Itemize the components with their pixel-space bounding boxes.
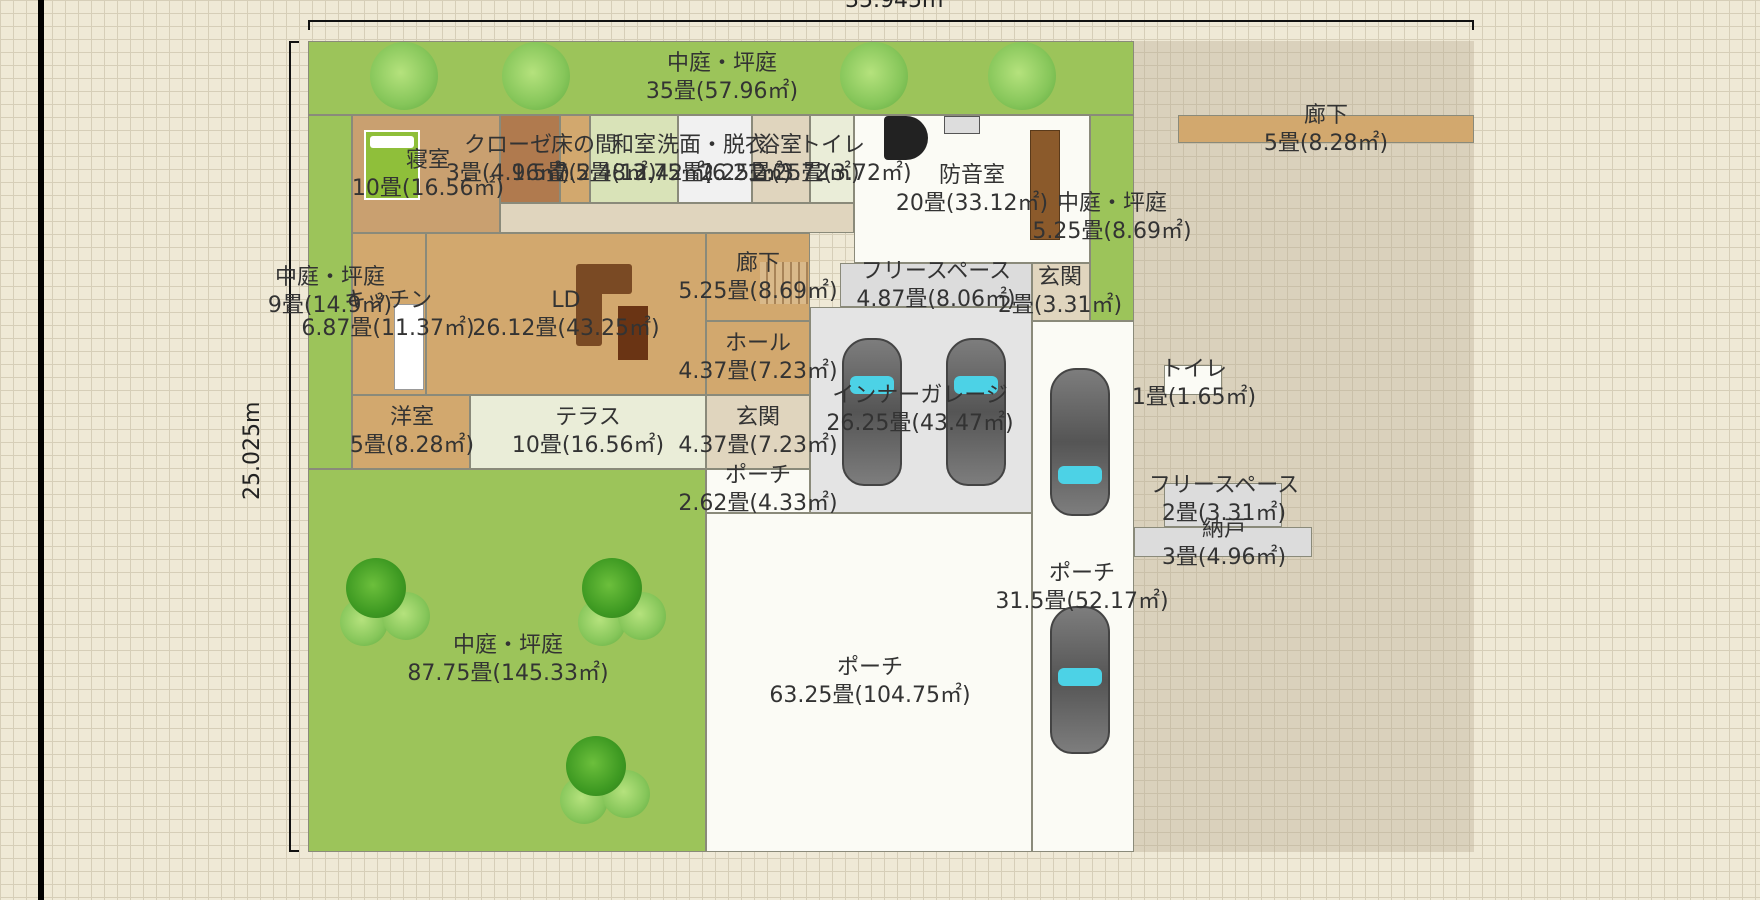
cabinet-icon [1030, 130, 1060, 240]
height-tick-bottom [289, 850, 299, 852]
garden-left[interactable] [308, 115, 352, 469]
tree-icon [370, 42, 438, 110]
tree-icon [840, 42, 908, 110]
washitsu[interactable] [590, 115, 678, 203]
lot-area [1134, 41, 1474, 852]
bath[interactable] [752, 115, 810, 203]
toilet-top[interactable] [810, 115, 854, 203]
dining-table-icon [618, 306, 648, 360]
height-dimension-line [289, 41, 291, 852]
tree-icon [346, 558, 406, 618]
garden-inner[interactable] [1090, 115, 1134, 321]
entrance-mid[interactable] [706, 395, 810, 469]
car-icon [1050, 606, 1110, 754]
washroom[interactable] [678, 115, 752, 203]
height-tick-top [289, 41, 299, 43]
tree-icon [566, 736, 626, 796]
toilet-right[interactable] [1164, 365, 1222, 395]
sofa-icon [576, 290, 602, 346]
keyboard-icon [944, 116, 980, 134]
width-dimension-label: 35.945m [845, 0, 944, 13]
porch-big[interactable] [706, 513, 1032, 852]
tokonoma[interactable] [560, 115, 590, 203]
hall[interactable] [706, 321, 810, 395]
terrace[interactable] [470, 395, 706, 469]
tree-icon [988, 42, 1056, 110]
width-dimension-line [308, 20, 1474, 22]
piano-icon [884, 116, 928, 160]
porch-small[interactable] [706, 469, 810, 513]
height-dimension-label: 25.025m [240, 401, 265, 500]
closet[interactable] [500, 115, 560, 203]
storage[interactable] [1134, 527, 1312, 557]
sofa-icon [576, 264, 632, 294]
width-tick-left [308, 20, 310, 30]
car-icon [842, 338, 902, 486]
bed-icon [364, 130, 420, 200]
western-room[interactable] [352, 395, 470, 469]
tree-icon [582, 558, 642, 618]
hallway-right[interactable] [1178, 115, 1474, 143]
free-space-top[interactable] [840, 263, 1032, 307]
tree-icon [502, 42, 570, 110]
car-icon [1050, 368, 1110, 516]
corridor-top[interactable] [500, 203, 854, 233]
car-icon [946, 338, 1006, 486]
ld-room[interactable] [426, 233, 706, 395]
stairs-icon [760, 262, 808, 304]
kitchen-counter-icon [394, 304, 424, 390]
free-space-right[interactable] [1164, 483, 1282, 527]
entrance-right[interactable] [1032, 263, 1090, 321]
canvas-border [38, 0, 44, 900]
width-tick-right [1472, 20, 1474, 30]
